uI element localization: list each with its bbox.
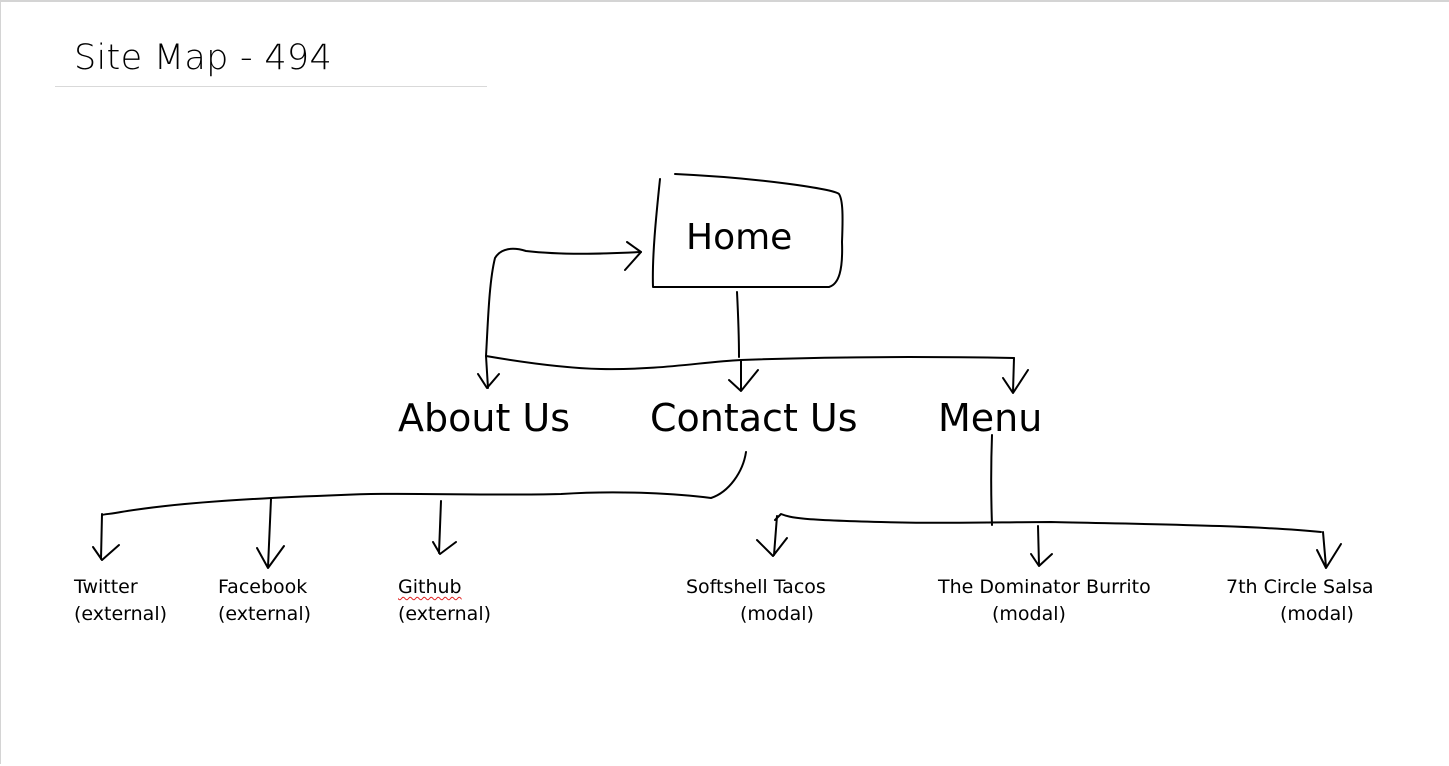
menu-arrow	[1002, 357, 1029, 394]
leaf-twitter-name: Twitter	[74, 576, 138, 598]
leaf-softshell-tacos: Softshell Tacos (modal)	[686, 574, 826, 628]
node-about-us: About Us	[398, 396, 571, 440]
contact-arrow	[728, 359, 759, 392]
leaf-tacos-name: Softshell Tacos	[686, 576, 826, 598]
node-home: Home	[686, 217, 793, 258]
burrito-arrow	[1030, 525, 1053, 567]
salsa-arrow	[1316, 531, 1342, 569]
menu-stem	[990, 434, 993, 526]
leaf-dominator-burrito: The Dominator Burrito (modal)	[938, 574, 1151, 628]
leaf-facebook-name: Facebook	[218, 576, 308, 598]
node-menu: Menu	[938, 396, 1043, 440]
node-contact-us: Contact Us	[650, 396, 858, 440]
leaf-github-name: Github	[398, 576, 462, 598]
leaf-twitter-tag: (external)	[74, 603, 168, 625]
about-arrow	[477, 355, 500, 389]
github-arrow	[432, 500, 457, 555]
home-box-outline	[651, 173, 844, 288]
leaf-burrito-tag: (modal)	[992, 603, 1066, 625]
leaf-7th-circle-salsa: 7th Circle Salsa (modal)	[1226, 574, 1374, 628]
home-stem	[736, 291, 740, 358]
leaf-facebook-tag: (external)	[218, 603, 312, 625]
leaf-twitter: Twitter (external)	[74, 574, 167, 628]
leaf-burrito-name: The Dominator Burrito	[938, 576, 1151, 598]
leaf-tacos-tag: (modal)	[740, 603, 814, 625]
contact-branch-curve	[101, 451, 747, 516]
leaf-github: Github (external)	[398, 574, 491, 628]
twitter-arrow	[92, 513, 120, 561]
leaf-facebook: Facebook (external)	[218, 574, 311, 628]
menu-branch-bar	[774, 513, 1322, 533]
leaf-salsa-tag: (modal)	[1280, 603, 1354, 625]
about-loop-arrowhead	[624, 241, 642, 271]
leaf-salsa-name: 7th Circle Salsa	[1226, 576, 1374, 598]
facebook-arrow	[256, 498, 285, 569]
leaf-github-tag: (external)	[398, 603, 492, 625]
tacos-arrow	[756, 515, 788, 557]
top-branch-bar	[485, 355, 1015, 371]
title-divider	[55, 86, 487, 87]
about-loop-path	[485, 247, 642, 357]
page-title: Site Map - 494	[74, 38, 333, 78]
